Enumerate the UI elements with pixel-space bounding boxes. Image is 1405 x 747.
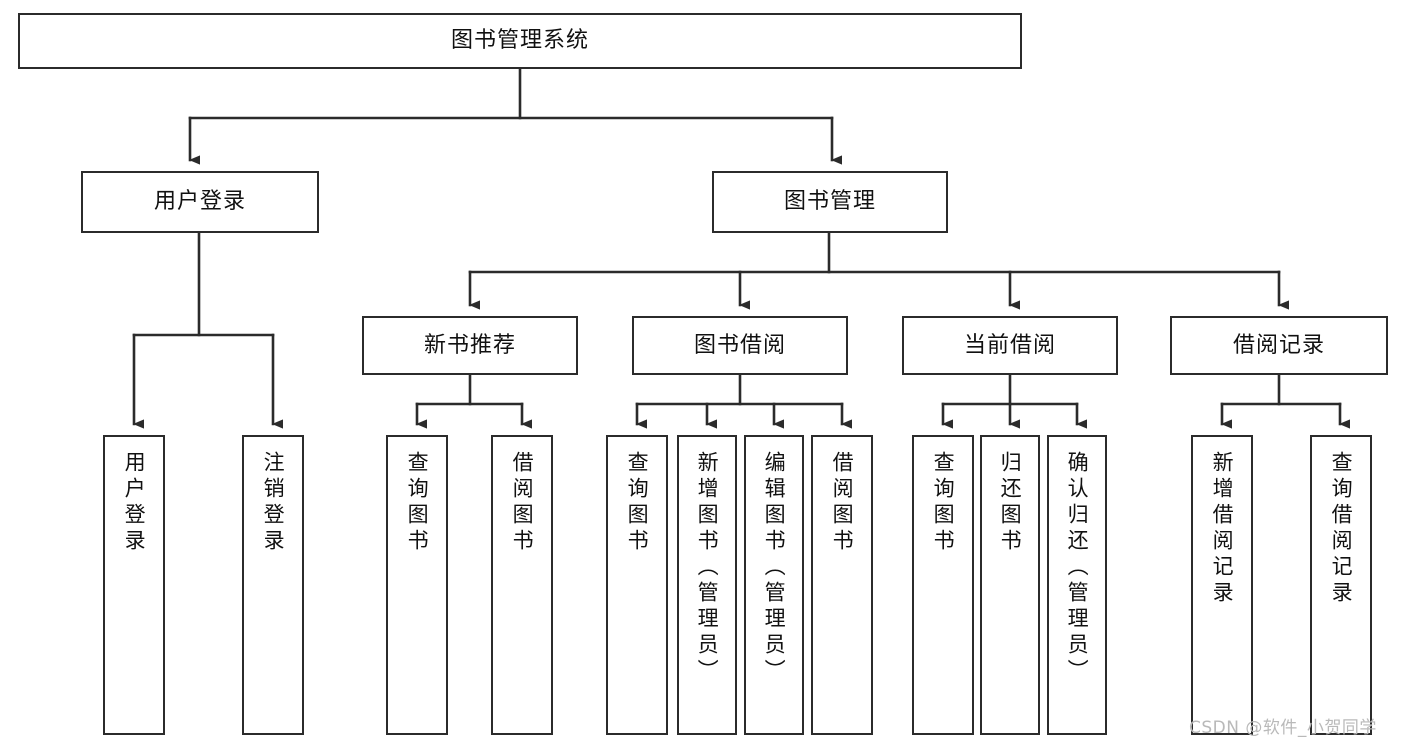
node-leaf-borrow-book-2[interactable]: 借阅图书 [811, 435, 873, 735]
node-leaf-edit-book-label: 编辑图书（管理员） [762, 451, 787, 685]
node-leaf-borrow-book-1[interactable]: 借阅图书 [491, 435, 553, 735]
node-leaf-edit-book[interactable]: 编辑图书（管理员） [744, 435, 804, 735]
node-current-borrow-label: 当前借阅 [963, 332, 1056, 358]
node-book-manage[interactable]: 图书管理 [712, 171, 948, 233]
node-new-book-rec-label: 新书推荐 [423, 332, 516, 358]
node-leaf-user-login[interactable]: 用户登录 [103, 435, 165, 735]
node-leaf-return-book-label: 归还图书 [998, 451, 1023, 555]
node-new-book-rec[interactable]: 新书推荐 [362, 316, 578, 375]
node-leaf-query-record-label: 查询借阅记录 [1329, 451, 1354, 607]
node-leaf-query-book-2-label: 查询图书 [625, 451, 650, 555]
node-leaf-query-record[interactable]: 查询借阅记录 [1310, 435, 1372, 735]
node-root[interactable]: 图书管理系统 [18, 13, 1022, 69]
node-book-manage-label: 图书管理 [783, 189, 876, 215]
node-borrow-record-label: 借阅记录 [1232, 332, 1325, 358]
node-leaf-add-record[interactable]: 新增借阅记录 [1191, 435, 1253, 735]
node-current-borrow[interactable]: 当前借阅 [902, 316, 1118, 375]
node-root-label: 图书管理系统 [450, 28, 589, 54]
node-user-login-label: 用户登录 [153, 189, 246, 215]
node-user-login[interactable]: 用户登录 [81, 171, 319, 233]
node-leaf-confirm-return[interactable]: 确认归还（管理员） [1047, 435, 1107, 735]
node-leaf-query-book-1-label: 查询图书 [405, 451, 430, 555]
node-book-borrow-label: 图书借阅 [693, 332, 786, 358]
node-leaf-query-book-1[interactable]: 查询图书 [386, 435, 448, 735]
node-leaf-return-book[interactable]: 归还图书 [980, 435, 1040, 735]
node-leaf-query-book-3-label: 查询图书 [931, 451, 956, 555]
node-leaf-query-book-3[interactable]: 查询图书 [912, 435, 974, 735]
node-leaf-query-book-2[interactable]: 查询图书 [606, 435, 668, 735]
node-leaf-add-record-label: 新增借阅记录 [1210, 451, 1235, 607]
node-leaf-add-book[interactable]: 新增图书（管理员） [677, 435, 737, 735]
node-leaf-borrow-book-1-label: 借阅图书 [510, 451, 535, 555]
node-leaf-borrow-book-2-label: 借阅图书 [830, 451, 855, 555]
node-borrow-record[interactable]: 借阅记录 [1170, 316, 1388, 375]
node-book-borrow[interactable]: 图书借阅 [632, 316, 848, 375]
node-leaf-user-logout[interactable]: 注销登录 [242, 435, 304, 735]
node-leaf-user-logout-label: 注销登录 [261, 451, 286, 555]
node-leaf-add-book-label: 新增图书（管理员） [695, 451, 720, 685]
node-leaf-confirm-return-label: 确认归还（管理员） [1065, 451, 1090, 685]
node-leaf-user-login-label: 用户登录 [122, 451, 147, 555]
